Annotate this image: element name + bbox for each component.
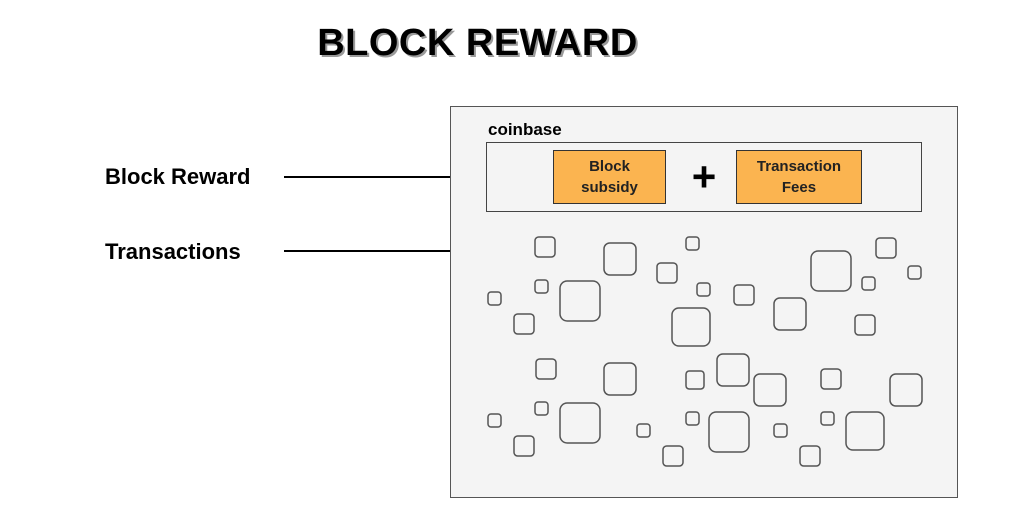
diagram-title: BLOCK REWARD [317,22,638,64]
transaction-square [820,411,835,426]
transaction-fees-box: Transaction Fees [736,150,862,204]
transaction-square [708,411,750,453]
transaction-square [534,236,556,258]
transaction-square [716,353,750,387]
transaction-square [733,284,755,306]
block-subsidy-line1: Block [589,158,630,175]
transaction-square [685,411,700,426]
transaction-square [820,368,842,390]
transaction-square [656,262,678,284]
transaction-square [487,291,502,306]
plus-sign: + [691,153,717,200]
transaction-square [875,237,897,259]
transaction-square [535,358,557,380]
transaction-square [487,413,502,428]
transaction-square [861,276,876,291]
transaction-square [854,314,876,336]
transaction-square [671,307,711,347]
transaction-square [513,313,535,335]
transaction-fees-line1: Transaction [756,158,842,175]
transaction-square [534,401,549,416]
coinbase-label: coinbase [488,120,562,139]
transaction-square [773,423,788,438]
transaction-square [513,435,535,457]
block-reward-label: Block Reward [105,164,251,189]
transaction-square [603,242,637,276]
transaction-square [773,297,807,331]
transaction-square [662,445,684,467]
transaction-square [845,411,885,451]
transaction-square [810,250,852,292]
transaction-square [889,373,923,407]
transaction-square [685,236,700,251]
transaction-square [559,280,601,322]
transaction-square [685,370,705,390]
transaction-square [753,373,787,407]
transaction-square [534,279,549,294]
transaction-square [636,423,651,438]
transaction-square [603,362,637,396]
block-subsidy-line2: subsidy [581,179,638,196]
block-subsidy-box: Block subsidy [553,150,666,204]
transactions-label: Transactions [105,239,241,264]
transaction-square [799,445,821,467]
transaction-square [696,282,711,297]
transaction-fees-line2: Fees [781,179,817,196]
transaction-square [907,265,922,280]
transaction-square [559,402,601,444]
